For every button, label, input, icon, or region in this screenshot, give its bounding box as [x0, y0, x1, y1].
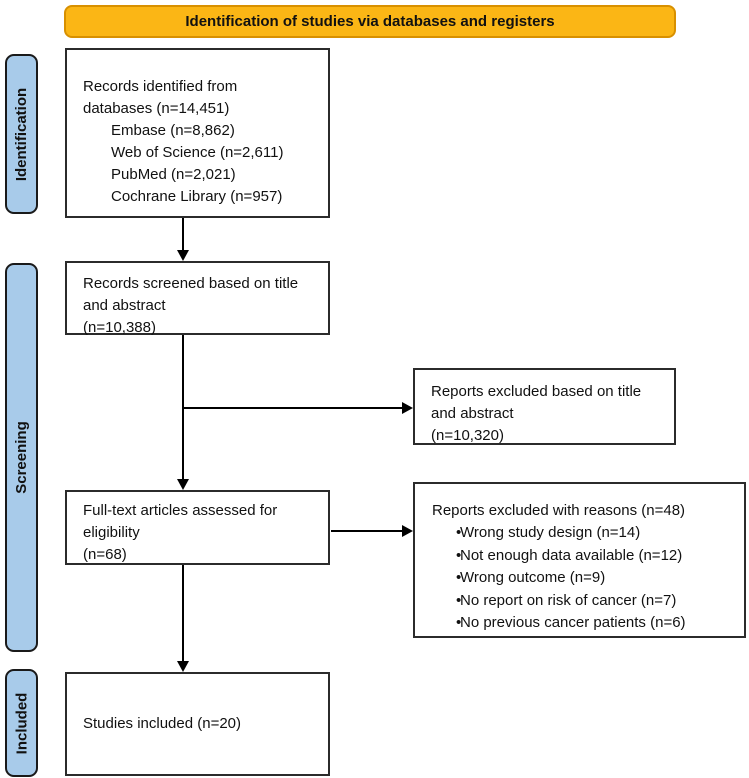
- reports-excluded-line: and abstract: [431, 405, 514, 422]
- records-screened-line: Records screened based on title: [83, 275, 299, 292]
- arrowhead-down-icon: [177, 479, 189, 490]
- bullet-icon: •: [456, 614, 462, 631]
- arrowhead-down-icon: [177, 250, 189, 261]
- box-records-identified: Records identified from databases (n=14,…: [65, 48, 330, 218]
- bullet-icon: •: [456, 591, 462, 609]
- box-reports-excluded-title-abstract: Reports excluded based on title and abst…: [413, 368, 676, 445]
- arrowhead-right-icon: [402, 525, 413, 537]
- box-reports-excluded-reasons: Reports excluded with reasons (n=48) • W…: [413, 482, 746, 638]
- arrow-line-to-excluded-title-abstract: [183, 407, 402, 409]
- stage-bar-identification: Identification: [5, 54, 38, 214]
- bullet-icon: •: [456, 569, 462, 586]
- excluded-reason-item: • No previous cancer patients (n=6): [432, 612, 734, 635]
- studies-included-label: Studies included (n=20): [83, 715, 242, 732]
- records-source-embase: Embase (n=8,862): [111, 122, 235, 139]
- stage-bar-screening: Screening: [5, 263, 38, 652]
- fulltext-assessed-line: eligibility: [83, 524, 140, 541]
- stage-label-screening: Screening: [13, 421, 30, 494]
- arrowhead-down-icon: [177, 661, 189, 672]
- reports-excluded-line: Reports excluded based on title: [431, 383, 642, 400]
- records-identified-line: databases (n=14,451): [83, 100, 230, 117]
- excluded-reasons-title: Reports excluded with reasons (n=48): [432, 502, 686, 519]
- stage-label-identification: Identification: [13, 87, 30, 181]
- excluded-reason-text: No report on risk of cancer (n=7): [460, 591, 677, 609]
- banner-identification-header: Identification of studies via databases …: [64, 5, 676, 38]
- excluded-reason-text: Not enough data available (n=12): [460, 546, 683, 564]
- records-source-web-of-science: Web of Science (n=2,611): [111, 144, 284, 161]
- stage-bar-included: Included: [5, 669, 38, 777]
- arrow-line-fulltext-to-included: [182, 565, 184, 661]
- arrow-line-records-to-screened: [182, 218, 184, 251]
- excluded-reason-item: • Wrong study design (n=14): [432, 522, 734, 545]
- records-source-cochrane: Cochrane Library (n=957): [111, 188, 283, 205]
- excluded-reason-text: Wrong study design (n=14): [460, 524, 641, 541]
- arrowhead-right-icon: [402, 402, 413, 414]
- records-screened-count: (n=10,388): [83, 319, 156, 336]
- records-screened-line: and abstract: [83, 297, 166, 314]
- excluded-reasons-list: • Wrong study design (n=14) • Not enough…: [432, 522, 734, 635]
- box-studies-included: Studies included (n=20): [65, 672, 330, 776]
- excluded-reason-item: • No report on risk of cancer (n=7): [432, 590, 734, 613]
- box-fulltext-assessed: Full-text articles assessed for eligibil…: [65, 490, 330, 565]
- bullet-icon: •: [456, 524, 462, 541]
- box-records-screened: Records screened based on title and abst…: [65, 261, 330, 336]
- arrow-line-to-excluded-reasons: [331, 530, 402, 532]
- excluded-reason-item: • Wrong outcome (n=9): [432, 567, 734, 590]
- banner-label: Identification of studies via databases …: [185, 13, 555, 30]
- excluded-reason-item: • Not enough data available (n=12): [432, 545, 734, 568]
- excluded-reason-text: Wrong outcome (n=9): [460, 569, 606, 586]
- fulltext-assessed-count: (n=68): [83, 546, 127, 563]
- excluded-reason-text: No previous cancer patients (n=6): [460, 614, 686, 631]
- fulltext-assessed-line: Full-text articles assessed for: [83, 502, 278, 519]
- stage-label-included: Included: [13, 692, 31, 754]
- bullet-icon: •: [456, 546, 462, 564]
- records-source-pubmed: PubMed (n=2,021): [111, 166, 236, 183]
- records-identified-line: Records identified from: [83, 78, 238, 95]
- reports-excluded-count: (n=10,320): [431, 427, 504, 444]
